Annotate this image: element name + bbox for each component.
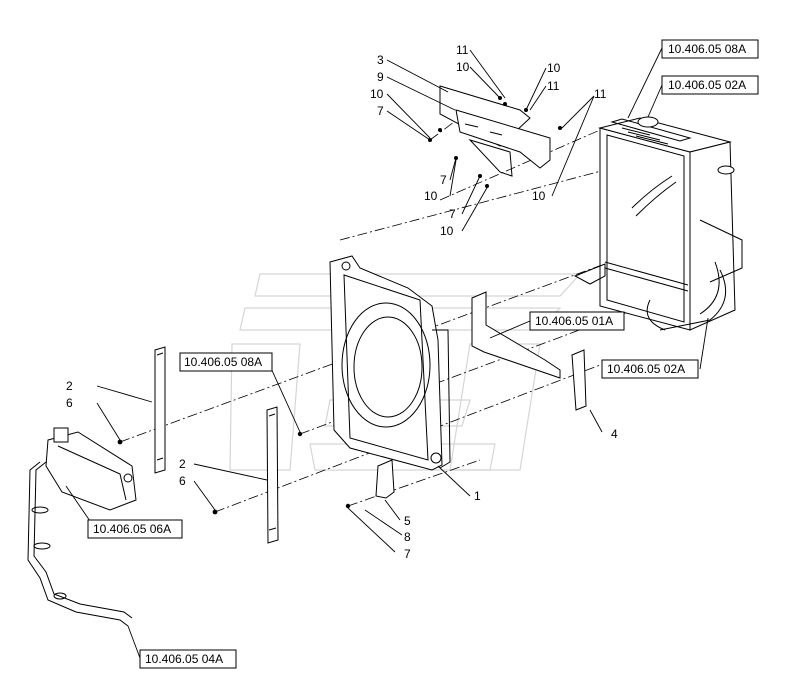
callout-11: 11 [456,43,469,57]
callouts: 2 6 2 6 3 9 10 7 11 10 10 11 11 7 10 10 … [66,43,618,561]
reference-box-mid-02a[interactable]: 10.406.05 02A [601,359,699,379]
callout-10: 10 [456,60,470,74]
expansion-tank [45,427,137,511]
callout-6: 6 [179,474,186,488]
callout-3: 3 [377,53,384,67]
callout-10: 10 [424,189,438,203]
reference-label: 10.406.05 08A [668,42,746,56]
reference-label: 10.406.05 01A [535,314,613,328]
reference-box-bottom-04a[interactable]: 10.406.05 04A [139,649,237,669]
reference-box-left-06a[interactable]: 10.406.05 06A [87,519,183,539]
callout-8: 8 [404,530,411,544]
reference-box-top-08a[interactable]: 10.406.05 08A [661,39,759,59]
callout-10: 10 [440,224,454,238]
reference-box-mid-01a[interactable]: 10.406.05 01A [529,311,625,331]
callout-7: 7 [440,173,447,187]
side-bracket-center [266,406,279,544]
callout-7: 7 [404,547,411,561]
callout-7: 7 [377,104,384,118]
reference-label: 10.406.05 02A [668,78,746,92]
callout-6: 6 [66,396,73,410]
lower-bracket [375,459,395,499]
callout-11: 11 [594,87,607,101]
callout-2: 2 [179,457,186,471]
side-bracket-left [154,346,166,474]
reference-label: 10.406.05 08A [184,355,262,369]
callout-9: 9 [377,70,384,84]
leader-lines [65,47,709,659]
callout-7: 7 [449,207,456,221]
top-bracket-assembly [439,85,551,177]
side-bracket-right [471,291,587,411]
coolant-hose [27,461,133,627]
callout-10: 10 [532,189,546,203]
reference-box-left-08a[interactable]: 10.406.05 08A [179,352,273,372]
callout-2: 2 [66,379,73,393]
reference-label: 10.406.05 06A [93,522,171,536]
callout-4: 4 [611,427,618,441]
reference-label: 10.406.05 04A [145,652,223,666]
reference-label: 10.406.05 02A [607,362,685,376]
fan-shroud [329,255,451,471]
reference-box-top-02a[interactable]: 10.406.05 02A [661,75,759,95]
callout-5: 5 [404,514,411,528]
callout-1: 1 [474,489,481,503]
callout-11: 11 [547,79,560,93]
radiator [573,116,743,331]
callout-10: 10 [547,61,561,75]
callout-10: 10 [370,87,384,101]
